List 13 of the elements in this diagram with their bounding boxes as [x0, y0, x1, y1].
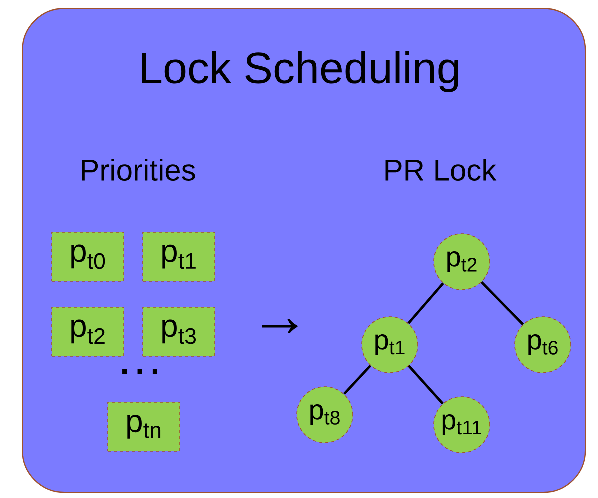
ellipsis-text: …: [122, 369, 158, 375]
tree-line: [408, 365, 444, 405]
heading-text: PR Lock: [386, 158, 497, 181]
priority-box: p$_{t2}$: [52, 307, 124, 357]
heading-text: Priorities: [82, 158, 196, 181]
tree-line: [408, 282, 444, 324]
priority-box: p$_{t0}$: [52, 232, 124, 282]
tree-line: [480, 281, 524, 326]
priority-box: p$_{tn}$: [108, 402, 180, 452]
tree-line: [343, 364, 372, 396]
direction-arrow: →: [262, 319, 298, 334]
priority-box: p$_{t3}$: [142, 307, 216, 357]
priority-box: p$_{t1}$: [142, 232, 216, 282]
